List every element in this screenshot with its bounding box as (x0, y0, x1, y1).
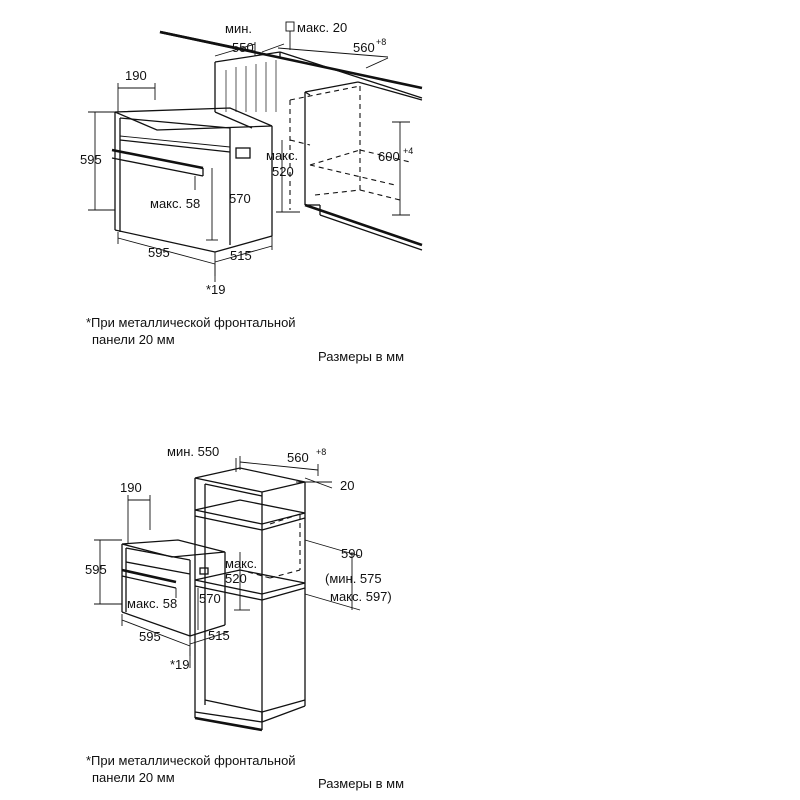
top-units-note: Размеры в мм (318, 349, 405, 364)
bottom-dim-width-560: 560 (287, 450, 309, 465)
top-footnote-line2: панели 20 мм (92, 332, 175, 347)
top-dim-min-label: мин. (225, 21, 252, 36)
bottom-footnote-line1: *При металлической фронтальной (86, 753, 296, 768)
bottom-dim-19: *19 (170, 657, 190, 672)
top-dim-190: 190 (125, 68, 147, 83)
top-installation-drawing (88, 21, 423, 282)
bottom-dim-590: 590 (341, 546, 363, 561)
bottom-dim-20: 20 (340, 478, 354, 493)
top-dim-19: *19 (206, 282, 226, 297)
top-dim-niche-tolerance: +4 (403, 146, 413, 156)
bottom-dim-590-min: (мин. 575 (325, 571, 382, 586)
bottom-footnote-line2: панели 20 мм (92, 770, 175, 785)
bottom-installation-drawing (94, 456, 361, 732)
top-dim-max-20: макс. 20 (297, 20, 347, 35)
bottom-dim-570: 570 (199, 591, 221, 606)
top-dim-niche-600: 600 (378, 149, 400, 164)
top-dim-width-560: 560 (353, 40, 375, 55)
top-dim-max-label: макс. (266, 148, 298, 163)
bottom-dim-max-label: макс. (225, 556, 257, 571)
top-dim-width-595: 595 (148, 245, 170, 260)
bottom-dim-515: 515 (208, 628, 230, 643)
bottom-dim-height-595: 595 (85, 562, 107, 577)
bottom-dim-190: 190 (120, 480, 142, 495)
top-dim-max-58: макс. 58 (150, 196, 200, 211)
top-dim-width-tolerance: +8 (376, 37, 386, 47)
bottom-dim-width-tolerance: +8 (316, 447, 326, 457)
bottom-dim-min-550: мин. 550 (167, 444, 219, 459)
bottom-dim-width-595: 595 (139, 629, 161, 644)
bottom-dim-590-max: макс. 597) (330, 589, 392, 604)
bottom-dim-max-58: макс. 58 (127, 596, 177, 611)
bottom-dim-max-520: 520 (225, 571, 247, 586)
top-dim-max-520: 520 (272, 164, 294, 179)
top-dim-570: 570 (229, 191, 251, 206)
bottom-units-note: Размеры в мм (318, 776, 405, 791)
top-dim-min-value: 550 (232, 40, 254, 55)
top-dim-515: 515 (230, 248, 252, 263)
top-footnote-line1: *При металлической фронтальной (86, 315, 296, 330)
top-dim-height-595: 595 (80, 152, 102, 167)
